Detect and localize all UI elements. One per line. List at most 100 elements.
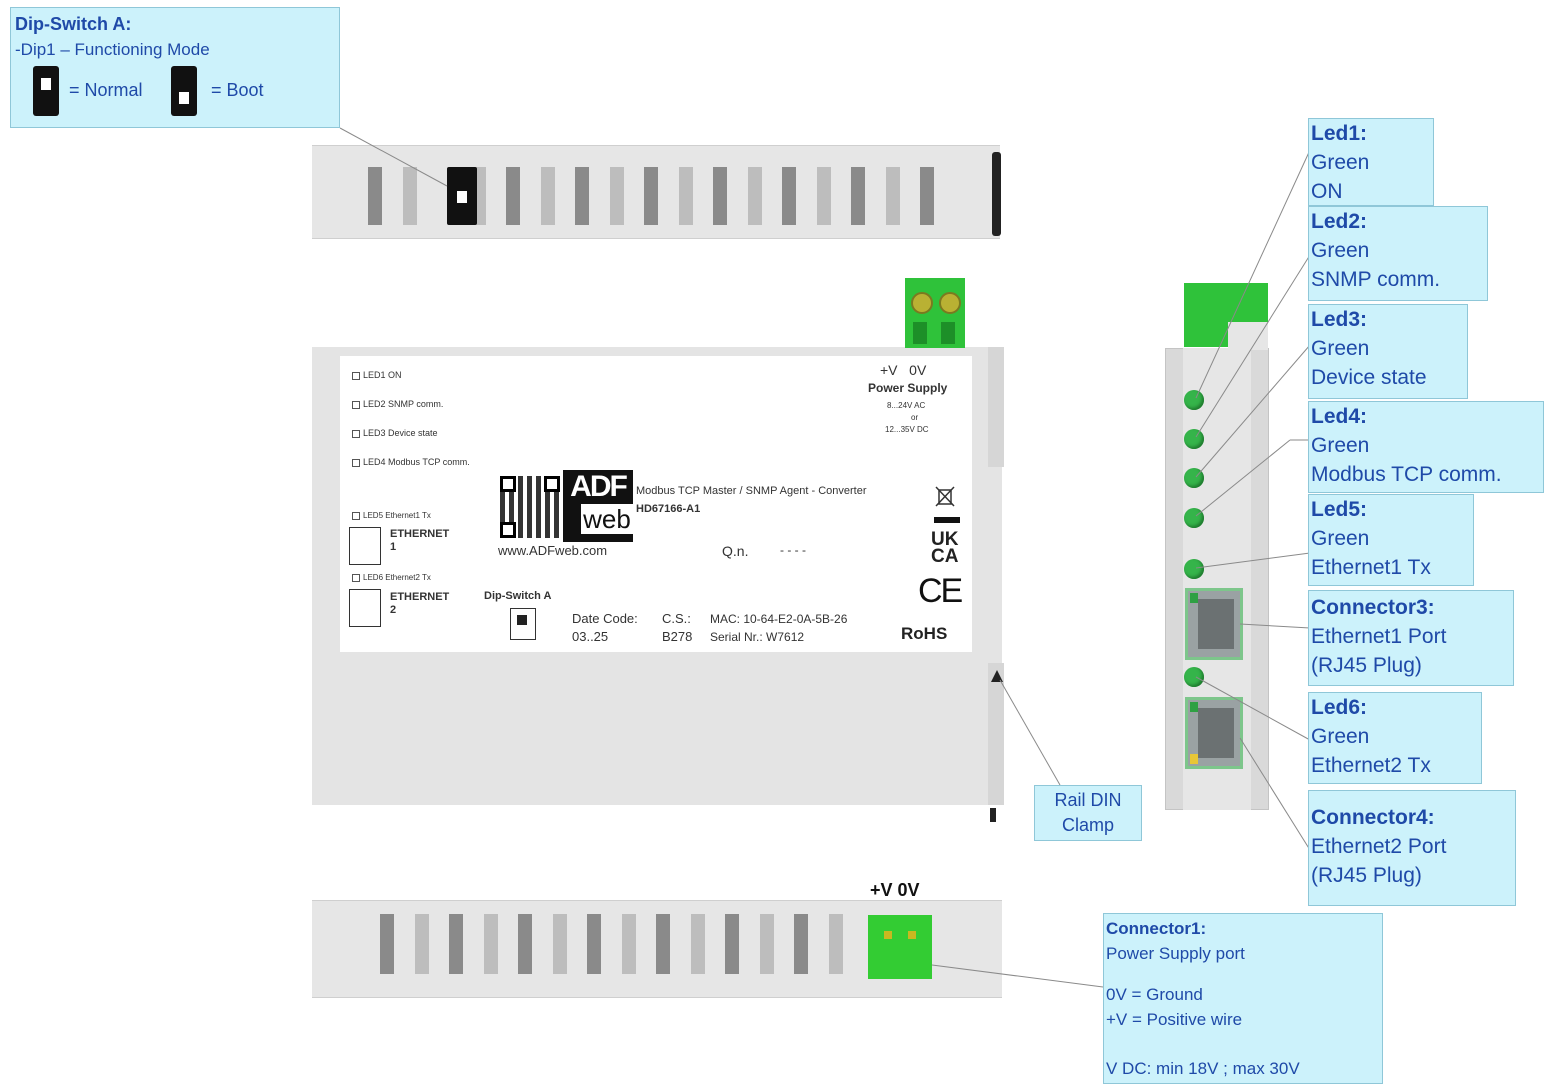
vent-slot [759,914,774,974]
rail-clamp-line2: Clamp [1061,815,1114,835]
led5-callout: Led5: Green Ethernet1 Tx [1308,494,1474,586]
vent-slot [885,167,900,225]
qr-code-corner [500,476,516,492]
connector3-line1: Ethernet1 Port [1311,625,1447,648]
label-led3: LED3 Device state [352,428,438,438]
vent-slot [368,167,382,225]
side-led2 [1184,429,1204,449]
connector1-line2: +V = Positive wire [1106,1010,1243,1029]
connector4-title: Connector4: [1311,806,1435,829]
dip-switch-callout-title: Dip-Switch A: [15,14,132,34]
vent-slot [552,914,567,974]
vent-slot [483,914,498,974]
label-power-supply: Power Supply [868,381,948,395]
dip-normal-label: = Normal [69,80,143,100]
led3-desc: Device state [1311,366,1427,389]
vent-slot [920,167,934,225]
label-power-dc: 12...35V DC [885,425,929,434]
led6-desc: Ethernet2 Tx [1311,754,1431,777]
led5-color: Green [1311,527,1370,550]
dip-normal-icon [33,66,59,116]
vent-slot [449,914,463,974]
led3-callout: Led3: Green Device state [1308,304,1468,399]
led6-title: Led6: [1311,696,1368,719]
label-cs: C.S.:B278 [662,611,693,644]
label-led2: LED2 SNMP comm. [352,399,443,409]
led4-desc: Modbus TCP comm. [1311,463,1502,486]
vent-slot [587,914,601,974]
led5-desc: Ethernet1 Tx [1311,556,1431,579]
connector1-title: Connector1: [1106,919,1207,938]
side-rj45-port1 [1185,588,1243,660]
vent-slot [782,167,796,225]
label-dip-switch-icon [510,608,536,640]
led1-desc: ON [1311,180,1343,203]
vent-slot [380,914,394,974]
weee-bar [934,517,960,523]
side-terminal-notch [1228,322,1268,350]
product-label-panel [340,356,972,652]
label-product-code: HD67166-A1 [636,503,701,515]
connector1-line3: V DC: min 18V ; max 30V [1106,1059,1300,1078]
vent-slot [713,167,727,225]
bottom-terminal-label: +V 0V [870,880,920,900]
vent-slot [851,167,865,225]
vent-slot [621,914,636,974]
label-led4: LED4 Modbus TCP comm. [352,457,470,467]
power-terminal-top [905,278,965,348]
vent-slot [575,167,589,225]
vent-slot [506,167,520,225]
led2-title: Led2: [1311,210,1368,233]
label-qn-value: - - - - [780,543,806,557]
vent-slot [794,914,808,974]
dip-switch-callout: Dip-Switch A: -Dip1 – Functioning Mode =… [10,7,340,128]
led1-title: Led1: [1311,122,1368,145]
rail-clamp-notch [990,808,996,822]
dip-boot-label: = Boot [211,80,264,100]
vent-slot [816,167,831,225]
side-led5 [1184,559,1204,579]
rail-clamp-callout: Rail DIN Clamp [1034,785,1142,841]
led2-desc: SNMP comm. [1311,268,1441,291]
qr-code-corner [500,522,516,538]
led2-callout: Led2: Green SNMP comm. [1308,206,1488,301]
dip-switch-legend: = Normal = Boot [15,62,335,120]
led4-title: Led4: [1311,405,1368,428]
rail-clamp-arrow-icon [991,670,1003,682]
label-power-ac: 8...24V AC [887,401,926,410]
led4-callout: Led4: Green Modbus TCP comm. [1308,401,1544,493]
rohs-mark: RoHS [901,624,948,643]
power-terminal-bottom [868,915,932,979]
label-dip-switch: Dip-Switch A [484,590,552,602]
connector4-callout: Connector4: Ethernet2 Port (RJ45 Plug) [1308,790,1516,906]
dip-boot-icon [171,66,197,116]
side-rj45-port2 [1185,697,1243,769]
connector3-callout: Connector3: Ethernet1 Port (RJ45 Plug) [1308,590,1514,686]
top-rail-end-bar [992,152,1001,236]
label-ethernet1-icon [349,527,381,565]
device-right-rail-edge [988,347,1004,467]
label-ethernet2-icon [349,589,381,627]
connector1-line1: 0V = Ground [1106,985,1203,1004]
vent-slot [402,167,417,225]
label-led1: LED1 ON [352,370,402,380]
device-right-rail-edge [988,663,1004,805]
label-product-desc: Modbus TCP Master / SNMP Agent - Convert… [636,485,867,497]
label-date-code: Date Code:03..25 [572,611,638,644]
vent-slot [725,914,739,974]
connector3-line2: (RJ45 Plug) [1311,654,1422,677]
vent-slot [828,914,843,974]
vent-slot [414,914,429,974]
vent-slot [644,167,658,225]
vent-slot [690,914,705,974]
vent-slot [656,914,670,974]
label-website: www.ADFweb.com [498,543,608,558]
side-led6 [1184,667,1204,687]
rail-clamp-line1: Rail DIN [1054,790,1122,810]
dip-switch-unit [447,167,477,225]
connector4-line2: (RJ45 Plug) [1311,864,1422,887]
